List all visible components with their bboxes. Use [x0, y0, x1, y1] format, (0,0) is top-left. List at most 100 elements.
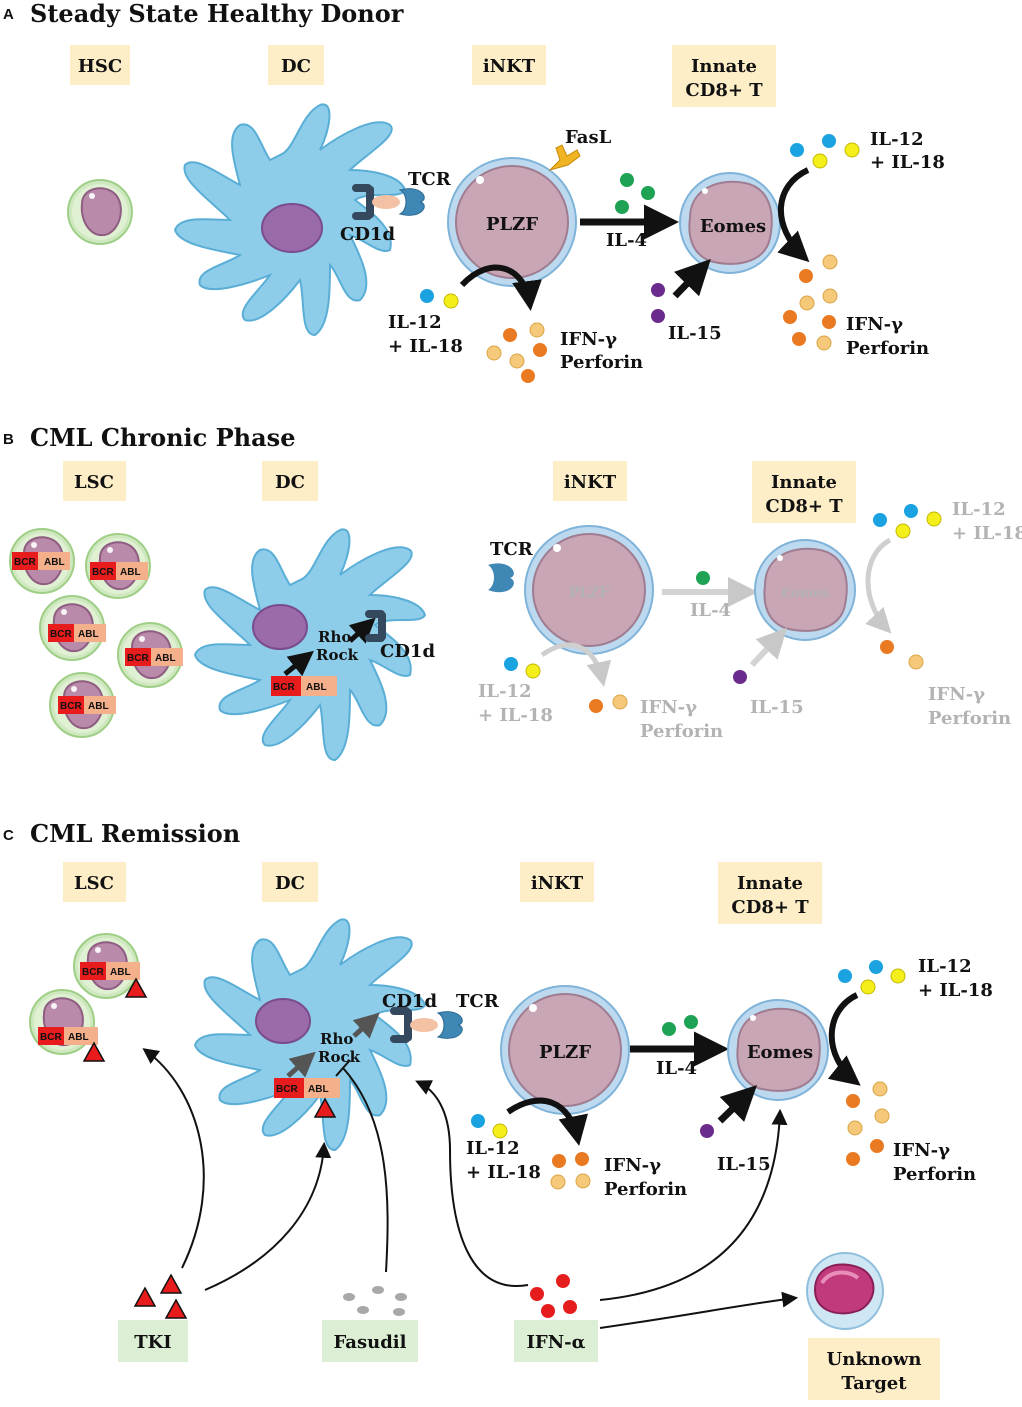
il15-dot: [733, 670, 747, 684]
cd1d-label-c: CD1d: [382, 991, 437, 1012]
inkt-cytokine-arrow-c: [506, 1097, 588, 1146]
il4-dot: [696, 571, 710, 585]
ifna-to-unknown-arrow: [599, 1291, 799, 1329]
ifna-dot: [556, 1274, 570, 1288]
rho-label-b: Rho: [318, 628, 351, 646]
il4-dot: [641, 186, 655, 200]
ifna-dot: [530, 1287, 544, 1301]
cd1d-label-a: CD1d: [340, 224, 395, 245]
ifng-dot: [552, 1154, 566, 1168]
header-inkt-c: iNKT: [531, 873, 584, 894]
ifng-dot: [783, 310, 797, 324]
header-box-lsc-b: [63, 461, 126, 501]
panel-c: C CML Remission LSC DC iNKT Innate CD8+ …: [3, 819, 993, 1400]
ifng-label-c1: IFN-γ: [604, 1155, 661, 1176]
inkt-cytokine-arrow-a: [459, 264, 542, 311]
tki-to-lsc-arrow: [142, 1048, 205, 1269]
dc-nucleus-a: [261, 203, 323, 253]
il18-dot: [492, 1123, 508, 1139]
ifng-dot: [589, 699, 603, 713]
rock-label-c: Rock: [318, 1048, 361, 1066]
cd1d-label-b: CD1d: [380, 641, 435, 662]
svg-text:ABL: ABL: [88, 701, 109, 712]
dendritic-cell-c: [194, 918, 426, 1151]
header-box-cd8-b: [752, 461, 856, 523]
unknown-target-box: [808, 1338, 940, 1400]
header-box-lsc-c: [63, 862, 126, 902]
svg-text:BCR: BCR: [92, 567, 114, 578]
header-box-inkt-b: [553, 461, 627, 501]
il4-dot: [662, 1022, 676, 1036]
header-dc-c: DC: [275, 873, 305, 894]
perforin-dot: [908, 654, 924, 670]
il18-dot: [926, 511, 942, 527]
abl-label-dc-c: ABL: [308, 1084, 329, 1095]
il18-dot: [895, 523, 911, 539]
il18-dot: [443, 293, 459, 309]
abl-box-dc-c: [304, 1078, 340, 1098]
perforin-dot: [612, 694, 628, 710]
header-innate-a: Innate: [691, 56, 757, 77]
rho-label-c: Rho: [320, 1030, 353, 1048]
bcr-label-dc-c: BCR: [276, 1084, 298, 1095]
rho-rock-arrow-b: [348, 617, 376, 644]
svg-text:BCR: BCR: [14, 557, 36, 568]
eomes-label-b: Eomes: [781, 586, 829, 601]
ifng-dot: [799, 269, 813, 283]
perforin-dot: [486, 345, 502, 361]
tki-triangle-icon: [133, 1286, 157, 1307]
ifna-label: IFN-α: [527, 1332, 586, 1353]
il12-dot: [471, 1114, 485, 1128]
header-lsc-c: LSC: [74, 873, 114, 894]
svg-text:BCR: BCR: [127, 653, 149, 664]
panel-c-letter: C: [3, 827, 14, 844]
tki-box: [118, 1320, 188, 1362]
ifng-label-b2: IFN-γ: [928, 684, 985, 705]
il12-label-a2: IL-12: [870, 129, 924, 150]
il12-dot: [869, 960, 883, 974]
tki-label: TKI: [134, 1332, 171, 1353]
perforin-dot: [872, 1081, 888, 1097]
il15-label-b: IL-15: [750, 697, 804, 718]
il4-dot: [684, 1015, 698, 1029]
il12-label-b2: IL-12: [952, 499, 1006, 520]
perforin-dot: [529, 322, 545, 338]
panel-b-letter: B: [3, 431, 14, 448]
panel-a-title: Steady State Healthy Donor: [30, 0, 404, 28]
il15-arrow-b: [749, 627, 788, 668]
ifng-dot: [822, 315, 836, 329]
header-box-inkt-a: [472, 45, 546, 85]
il4-label-b: IL-4: [690, 600, 731, 621]
il12-dot: [822, 134, 836, 148]
panel-b-title: CML Chronic Phase: [30, 423, 295, 452]
header-box-hsc: [70, 45, 130, 85]
svg-text:ABL: ABL: [44, 557, 65, 568]
il18-label-b: + IL-18: [478, 705, 553, 726]
il12-label-b: IL-12: [478, 681, 532, 702]
header-box-cd8-c: [718, 862, 822, 924]
dc-nucleus-c: [255, 998, 311, 1044]
cd1d-tcr-complex-c: [389, 1006, 463, 1044]
header-cd8-c: CD8+ T: [731, 897, 809, 918]
perforin-label-c2: Perforin: [893, 1164, 976, 1185]
header-lsc-b: LSC: [74, 472, 114, 493]
il12-label-c: IL-12: [466, 1138, 520, 1159]
perforin-dot: [847, 1120, 863, 1136]
panel-b: B CML Chronic Phase LSC DC iNKT Innate C…: [3, 423, 1022, 761]
il15-dot: [651, 309, 665, 323]
plzf-label-a: PLZF: [486, 214, 538, 235]
tki-triangle-icon: [159, 1273, 183, 1294]
il18-label-b2: + IL-18: [952, 523, 1022, 544]
perforin-label-a1: Perforin: [560, 352, 643, 373]
il18-label-a: + IL-18: [388, 336, 463, 357]
panel-c-title: CML Remission: [30, 819, 240, 848]
eomes-label-c: Eomes: [747, 1042, 813, 1063]
perforin-dot: [874, 1108, 890, 1124]
ifng-dot: [575, 1152, 589, 1166]
il12-dot: [838, 969, 852, 983]
bcr-box-dc-b: [271, 676, 301, 696]
ifna-to-cd8-arrow: [599, 1108, 788, 1301]
rock-label-b: Rock: [316, 646, 359, 664]
